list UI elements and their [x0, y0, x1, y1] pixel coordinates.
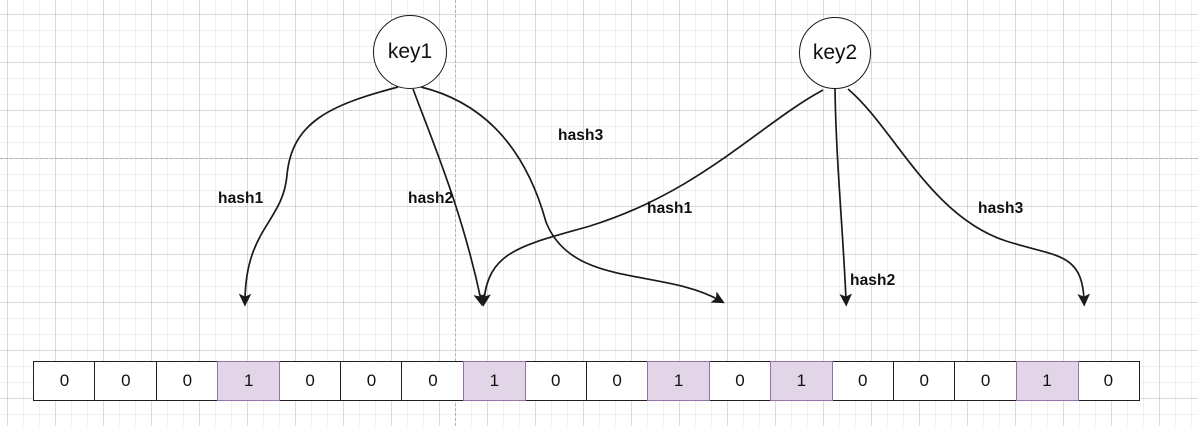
bit-cell-14[interactable]: 0	[892, 361, 956, 401]
bit-cell-12[interactable]: 1	[769, 361, 833, 401]
bit-cell-value: 0	[735, 371, 745, 390]
bit-cell-value: 0	[980, 371, 991, 390]
bit-cell-value: 1	[796, 371, 807, 390]
bit-cell-value: 1	[489, 371, 500, 390]
bit-cell-value: 0	[1103, 371, 1114, 390]
bit-cell-value: 0	[182, 371, 193, 390]
bit-cell-0[interactable]: 0	[33, 361, 96, 401]
guide-line-horizontal	[0, 158, 1198, 159]
bit-cell-value: 1	[243, 371, 254, 390]
bit-cell-16[interactable]: 1	[1015, 361, 1079, 401]
bit-cell-5[interactable]: 0	[340, 361, 404, 401]
edge-label-key2-hash3: hash3	[978, 200, 1024, 217]
bit-cell-2[interactable]: 0	[155, 361, 219, 401]
bit-cell-7[interactable]: 1	[462, 361, 526, 401]
bit-cell-value: 0	[428, 371, 438, 390]
node-key1-label: key1	[387, 40, 433, 63]
bit-cell-1[interactable]: 0	[94, 361, 158, 401]
bit-cell-10[interactable]: 1	[647, 361, 711, 401]
edge-label-key1-hash2: hash2	[408, 190, 454, 207]
bit-cell-4[interactable]: 0	[278, 361, 342, 401]
edge-label-key2-hash1: hash1	[647, 200, 693, 217]
bit-cell-value: 1	[1042, 371, 1052, 390]
bit-cell-value: 1	[673, 371, 684, 390]
edge-key2-hash1	[478, 89, 824, 307]
edge-key2-hash3	[847, 88, 1091, 307]
bit-cell-8[interactable]: 0	[524, 361, 588, 401]
bit-cell-15[interactable]: 0	[954, 361, 1018, 401]
node-key2[interactable]: key2	[799, 17, 871, 89]
bit-cell-value: 0	[305, 371, 315, 390]
bit-cell-3[interactable]: 1	[217, 361, 281, 401]
bit-cell-9[interactable]: 0	[585, 361, 649, 401]
bit-cell-value: 0	[858, 371, 868, 390]
node-key2-label: key2	[812, 41, 858, 64]
edge-label-key2-hash2: hash2	[850, 272, 896, 289]
bit-cell-17[interactable]: 0	[1076, 361, 1140, 401]
edge-key1-hash1	[238, 86, 399, 307]
bit-cell-value: 0	[366, 371, 377, 390]
bit-cell-value: 0	[612, 371, 622, 390]
bit-cell-value: 0	[59, 371, 70, 390]
bit-cell-11[interactable]: 0	[708, 361, 772, 401]
bit-cell-value: 0	[919, 371, 929, 390]
bit-cell-13[interactable]: 0	[831, 361, 895, 401]
edge-key2-hash2	[834, 88, 853, 307]
node-key1[interactable]: key1	[373, 15, 447, 89]
edge-label-key1-hash1: hash1	[218, 190, 264, 207]
bit-cell-value: 0	[551, 371, 561, 390]
bit-cell-value: 0	[121, 371, 131, 390]
edge-label-key1-hash3: hash3	[558, 127, 604, 144]
bit-array: 0 0 0 1 0 0 0 1 0 0 1 0 1 0 0 0 1 0	[33, 361, 1140, 401]
edge-key1-hash3	[420, 86, 725, 304]
bit-cell-6[interactable]: 0	[401, 361, 465, 401]
